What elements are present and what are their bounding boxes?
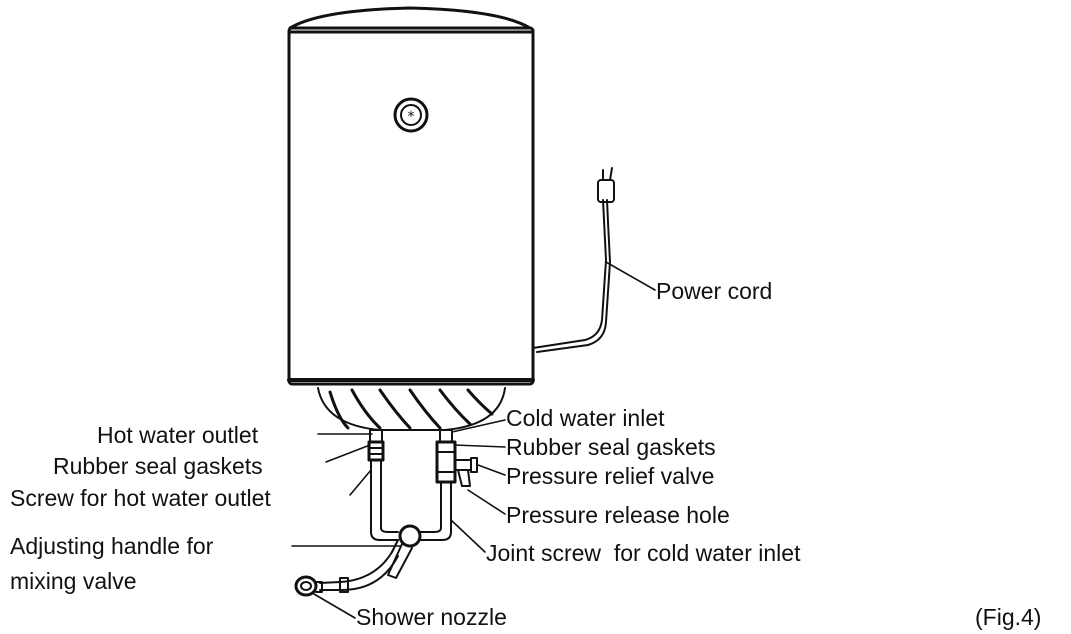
label-adjusting-handle-line1: Adjusting handle for	[10, 533, 214, 559]
cold-water-pipe	[419, 429, 478, 541]
leader-screw-hot-outlet	[349, 469, 372, 496]
leader-lines	[291, 261, 656, 619]
label-cold-water-inlet: Cold water inlet	[506, 405, 665, 431]
hot-water-pipe	[367, 429, 399, 541]
shower-nozzle-icon	[294, 575, 323, 597]
label-hot-water-outlet: Hot water outlet	[97, 422, 259, 448]
leader-shower-nozzle	[313, 593, 356, 619]
label-rubber-seal-gaskets-right: Rubber seal gaskets	[506, 434, 716, 460]
water-heater-tank	[287, 6, 535, 386]
shower-hose	[319, 551, 399, 593]
power-cord	[532, 167, 615, 353]
label-power-cord: Power cord	[656, 278, 773, 304]
leader-power-cord	[605, 261, 656, 291]
leader-pressure-release-hole	[467, 489, 506, 515]
leader-rubber-gaskets-right	[453, 444, 506, 448]
thermostat-dial-icon: *	[393, 97, 429, 133]
label-pressure-release-hole: Pressure release hole	[506, 502, 730, 528]
leader-pressure-relief	[477, 464, 506, 476]
svg-text:*: *	[408, 109, 415, 125]
label-screw-hot-water-outlet: Screw for hot water outlet	[10, 485, 271, 511]
label-adjusting-handle-line2: mixing valve	[10, 568, 137, 594]
leader-cold-water-inlet	[451, 419, 506, 433]
label-rubber-seal-gaskets-left: Rubber seal gaskets	[53, 453, 263, 479]
leader-joint-screw	[450, 519, 486, 553]
label-pressure-relief-valve: Pressure relief valve	[506, 463, 715, 489]
leader-rubber-gaskets-left	[325, 444, 371, 463]
figure-caption: (Fig.4)	[975, 604, 1042, 630]
label-shower-nozzle: Shower nozzle	[356, 604, 507, 630]
label-joint-screw-cold-inlet: Joint screw for cold water inlet	[486, 540, 801, 566]
tank-bottom-dome	[317, 387, 506, 431]
